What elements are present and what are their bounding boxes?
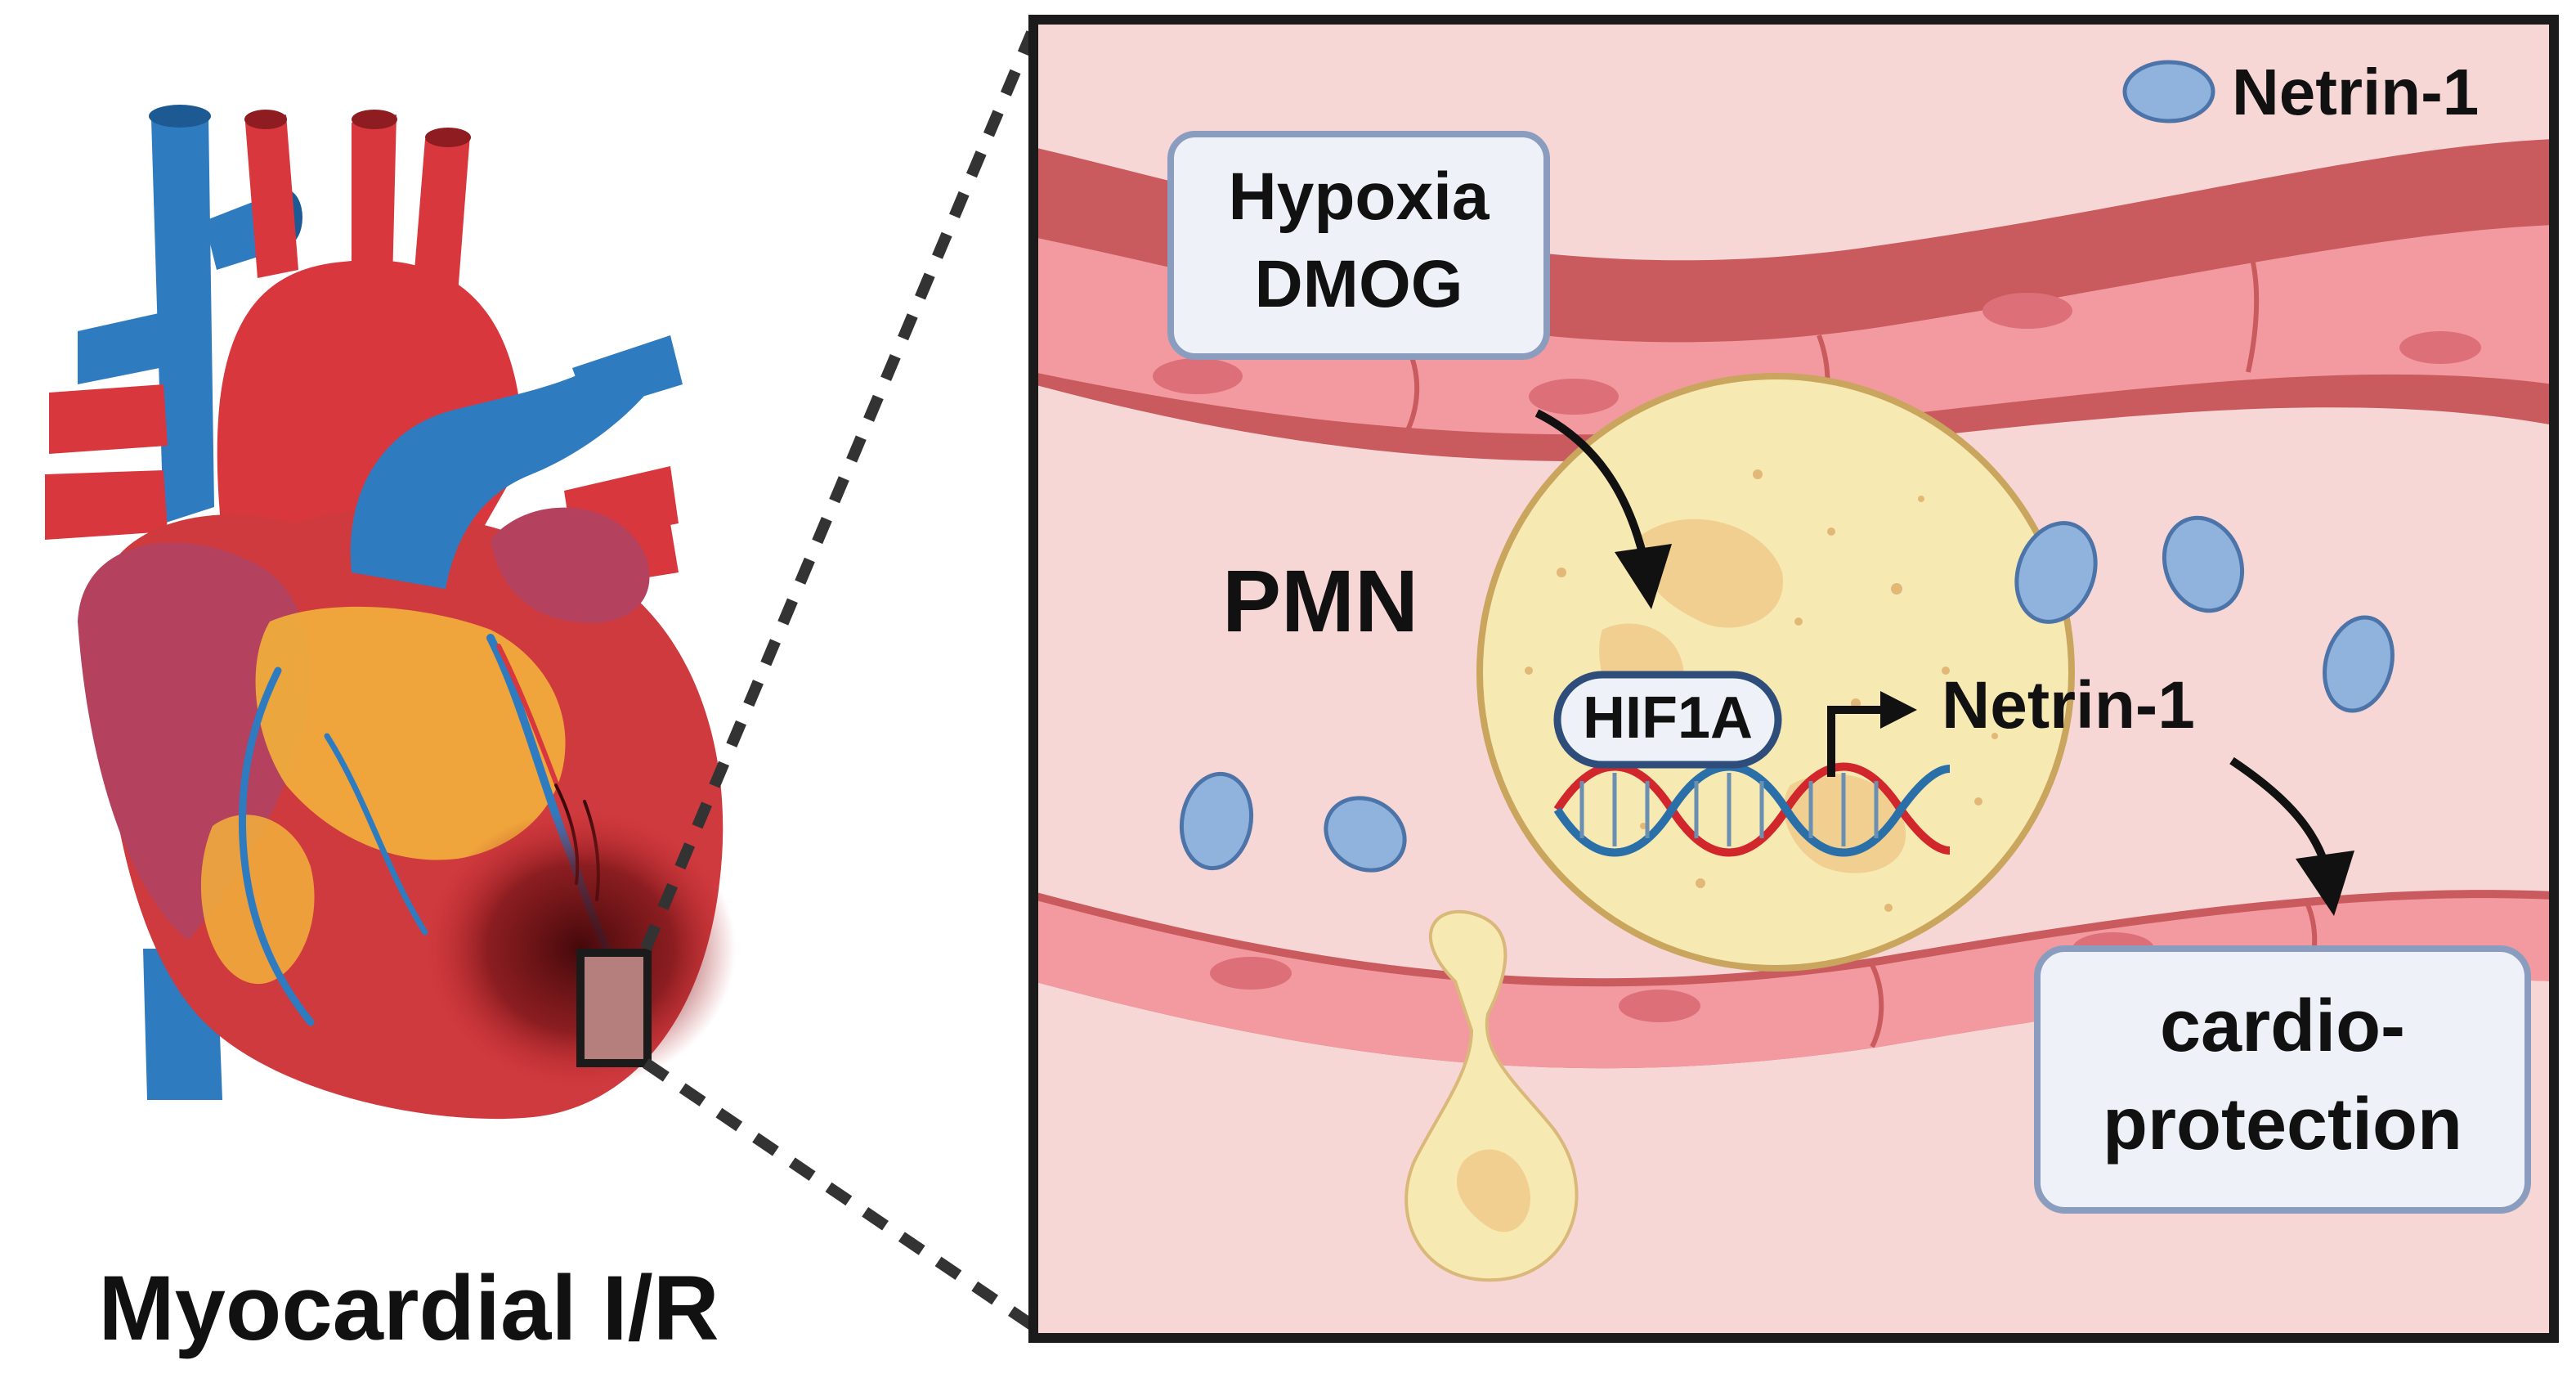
stimulus-arrow bbox=[1534, 409, 1647, 558]
aortic-branch-opening-3 bbox=[425, 128, 471, 147]
selected-tissue-region bbox=[576, 949, 652, 1067]
pulmonary-vein-upper bbox=[49, 384, 168, 454]
aortic-branch-1 bbox=[245, 114, 298, 278]
outcome-arrowhead bbox=[2296, 851, 2354, 916]
outcome-box bbox=[2034, 945, 2531, 1214]
endothelial-nucleus bbox=[2399, 331, 2481, 364]
zoom-panel: HIF1A Netrin-1 PMN Hypoxia DMOG cardio- … bbox=[1028, 15, 2559, 1343]
netrin-particle bbox=[1324, 796, 1407, 873]
pmn-label: PMN bbox=[1222, 551, 1418, 650]
pulmonary-artery-branch bbox=[572, 335, 683, 413]
netrin-particle bbox=[1179, 771, 1254, 871]
netrin-particle bbox=[2162, 515, 2245, 613]
aortic-branch-opening-1 bbox=[244, 110, 287, 129]
endothelial-nucleus bbox=[1982, 293, 2072, 329]
heart-illustration bbox=[45, 105, 736, 1120]
hif1a-badge bbox=[1553, 671, 1782, 769]
aortic-branch-2 bbox=[352, 114, 396, 282]
outcome-arrow bbox=[2229, 756, 2330, 869]
netrin-particles bbox=[1179, 515, 2395, 873]
legend-netrin-icon bbox=[2122, 60, 2215, 123]
endothelium-lower bbox=[1033, 898, 2554, 1069]
aortic-branch-opening-2 bbox=[352, 110, 397, 129]
figure-caption: Myocardial I/R bbox=[98, 1257, 719, 1359]
transmigrating-neutrophil bbox=[1404, 909, 1579, 1282]
stimulus-line-1: Hypoxia bbox=[1229, 159, 1490, 234]
epicardial-fat-2 bbox=[200, 815, 315, 985]
netrin-product-label: Netrin-1 bbox=[1942, 668, 2195, 743]
transcription-arrowhead bbox=[1880, 691, 1917, 729]
endothelial-nucleus bbox=[1153, 358, 1243, 394]
netrin-particle bbox=[2014, 521, 2098, 624]
stimulus-arrowhead bbox=[1615, 544, 1672, 609]
pulmonary-trunk bbox=[350, 352, 654, 589]
transmigrating-nucleus bbox=[1456, 1149, 1530, 1232]
outcome-line-2: protection bbox=[2103, 1084, 2462, 1165]
outcome-line-1: cardio- bbox=[2160, 985, 2405, 1067]
endothelial-nucleus bbox=[1529, 379, 1619, 415]
pmn-granules bbox=[1525, 469, 1998, 912]
hif1a-label: HIF1A bbox=[1583, 685, 1753, 751]
endothelium-upper bbox=[1033, 225, 2554, 435]
zoom-connector-bottom bbox=[643, 1058, 1035, 1330]
endothelial-nucleus bbox=[1619, 990, 1700, 1022]
legend-netrin-label: Netrin-1 bbox=[2232, 56, 2479, 128]
netrin-particle bbox=[2323, 615, 2395, 713]
zoom-connector-top bbox=[640, 30, 1037, 951]
dna-helix bbox=[1553, 762, 1951, 857]
epicardial-fat bbox=[255, 606, 566, 860]
transcription-start-arrow bbox=[1827, 706, 1884, 777]
left-auricle bbox=[491, 507, 650, 623]
pulmonary-vein-lower bbox=[45, 470, 168, 540]
brachiocephalic-vein bbox=[78, 307, 200, 384]
stimulus-line-2: DMOG bbox=[1254, 247, 1463, 321]
pmn-cell bbox=[1476, 373, 2075, 972]
aortic-branch-3 bbox=[413, 135, 470, 294]
vena-cava-opening bbox=[149, 105, 211, 128]
endothelial-nucleus bbox=[1210, 957, 1292, 990]
panel-border bbox=[1028, 15, 2559, 1343]
stimulus-box bbox=[1167, 131, 1550, 360]
